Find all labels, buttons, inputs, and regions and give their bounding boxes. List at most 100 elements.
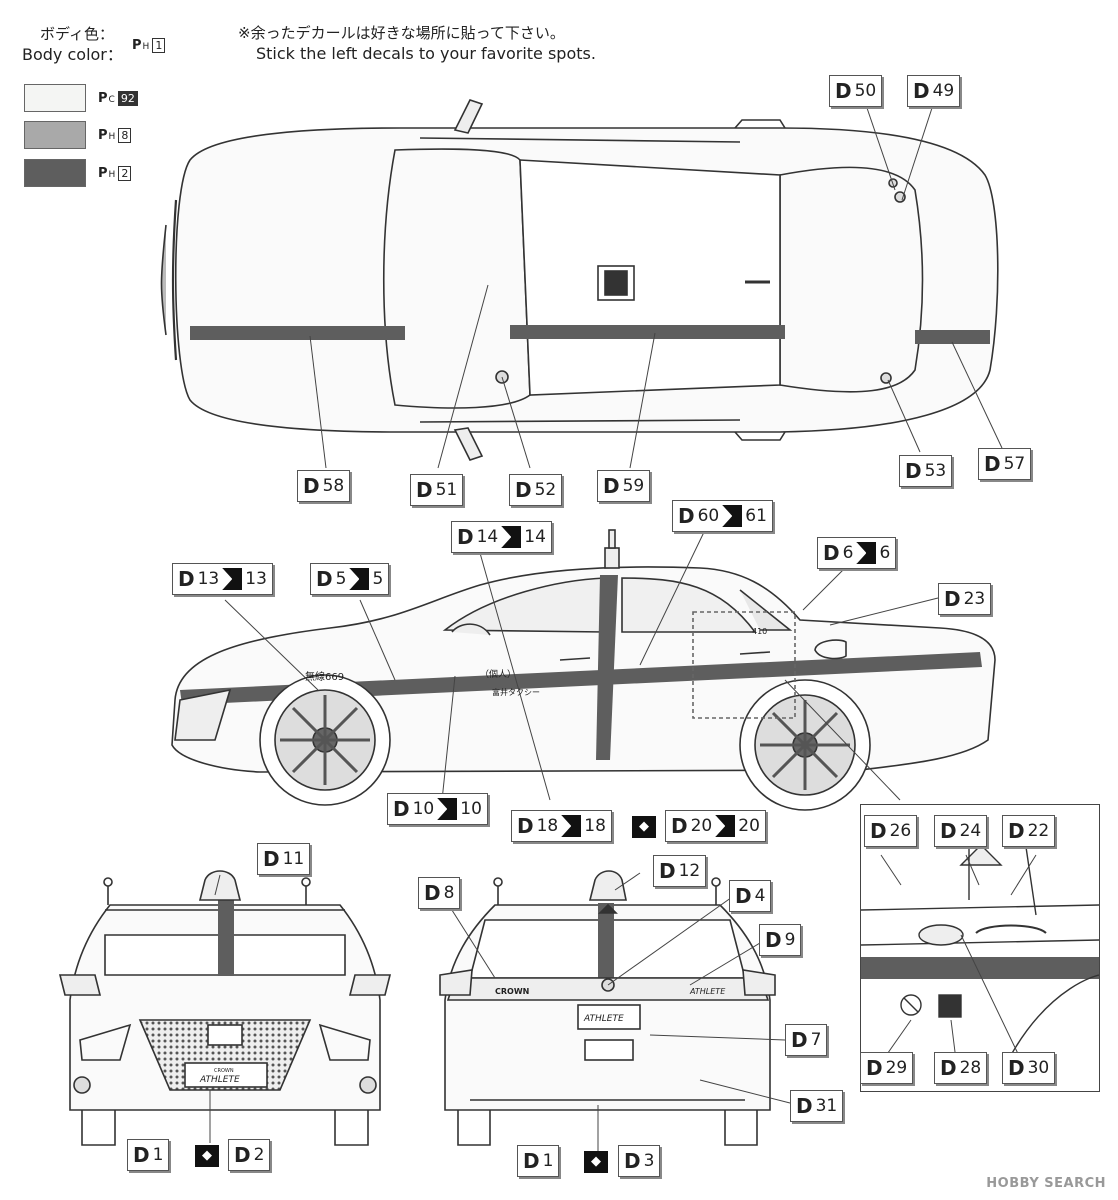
decal-tag: D — [523, 1149, 540, 1173]
rear-plate-athlete: ATHLETE — [583, 1014, 624, 1024]
color-swatch — [24, 121, 86, 149]
decal-tag: D — [457, 525, 474, 549]
decal-number: 2 — [253, 1145, 265, 1165]
decal-number: 1 — [152, 1145, 164, 1165]
decal-tag: D — [870, 819, 887, 843]
decal-number-2: 5 — [372, 569, 384, 589]
decal-number: 6 — [842, 543, 854, 563]
note-en: Stick the left decals to your favorite s… — [256, 44, 596, 63]
decal-tag: D — [659, 859, 676, 883]
color-swatch — [24, 159, 86, 187]
decal-tag: D — [944, 587, 961, 611]
decal-number: 31 — [815, 1096, 838, 1116]
inverse-decal-icon — [856, 542, 877, 564]
leader-lines — [209, 107, 1003, 1155]
decal-number: 23 — [963, 589, 986, 609]
decal-number: 7 — [810, 1030, 822, 1050]
decal-tag: D — [603, 474, 620, 498]
watermark: HOBBY SEARCH — [986, 1176, 1106, 1191]
decal-number: 59 — [622, 476, 645, 496]
inset-drawing — [861, 840, 1099, 1061]
decal-tag: D — [393, 797, 410, 821]
decal-number: 57 — [1003, 454, 1026, 474]
decal-tag: D — [913, 79, 930, 103]
rear-view — [439, 870, 776, 1146]
decal-tag: D — [517, 814, 534, 838]
decal-tag: D — [735, 884, 752, 908]
decal-tag: D — [316, 567, 333, 591]
decal-number: 14 — [476, 527, 499, 547]
decal-number: 52 — [534, 480, 557, 500]
inverse-decal-icon — [715, 815, 736, 837]
choice-arrow-icon: ◆ — [584, 1151, 608, 1173]
decal-number: 18 — [536, 816, 559, 836]
decal-tag: D — [940, 819, 957, 843]
color-swatch — [24, 84, 86, 112]
decal-tag: D — [835, 79, 852, 103]
decal-number-2: 10 — [460, 799, 482, 819]
decal-number: 30 — [1027, 1058, 1050, 1078]
decal-tag: D — [624, 1149, 641, 1173]
inverse-decal-icon — [561, 815, 582, 837]
decal-tag: D — [984, 452, 1001, 476]
decal-number: 51 — [435, 480, 458, 500]
decal-tag: D — [791, 1028, 808, 1052]
front-plate-crown: CROWN — [214, 1068, 234, 1074]
decal-number: 8 — [443, 883, 455, 903]
inverse-decal-icon — [349, 568, 370, 590]
decal-number-2: 20 — [738, 816, 760, 836]
decal-tag: D — [1008, 819, 1025, 843]
decal-number: 49 — [932, 81, 955, 101]
decal-number: 5 — [335, 569, 347, 589]
decal-number-2: 6 — [879, 543, 891, 563]
decal-tag: D — [263, 847, 280, 871]
company-text: 富井タクシー — [492, 687, 540, 697]
door-detail-inset — [860, 804, 1100, 1092]
body-color-label-en: Body color： — [22, 45, 123, 64]
decal-tag: D — [416, 478, 433, 502]
decal-number: 53 — [924, 461, 947, 481]
decal-number: 58 — [322, 476, 345, 496]
top-view — [160, 99, 999, 461]
decal-tag: D — [178, 567, 195, 591]
decal-number: 12 — [678, 861, 701, 881]
decal-number: 50 — [854, 81, 877, 101]
rear-emblem-crown: CROWN — [495, 987, 529, 996]
decal-number: 24 — [959, 821, 982, 841]
decal-tag: D — [1008, 1056, 1025, 1080]
decal-number: 10 — [412, 799, 435, 819]
decal-number-2: 13 — [245, 569, 267, 589]
decal-number: 28 — [959, 1058, 982, 1078]
inverse-decal-icon — [501, 526, 522, 548]
decal-number-2: 14 — [524, 527, 546, 547]
fare-text: 410 — [752, 627, 767, 636]
decal-tag: D — [515, 478, 532, 502]
decal-number: 26 — [889, 821, 912, 841]
